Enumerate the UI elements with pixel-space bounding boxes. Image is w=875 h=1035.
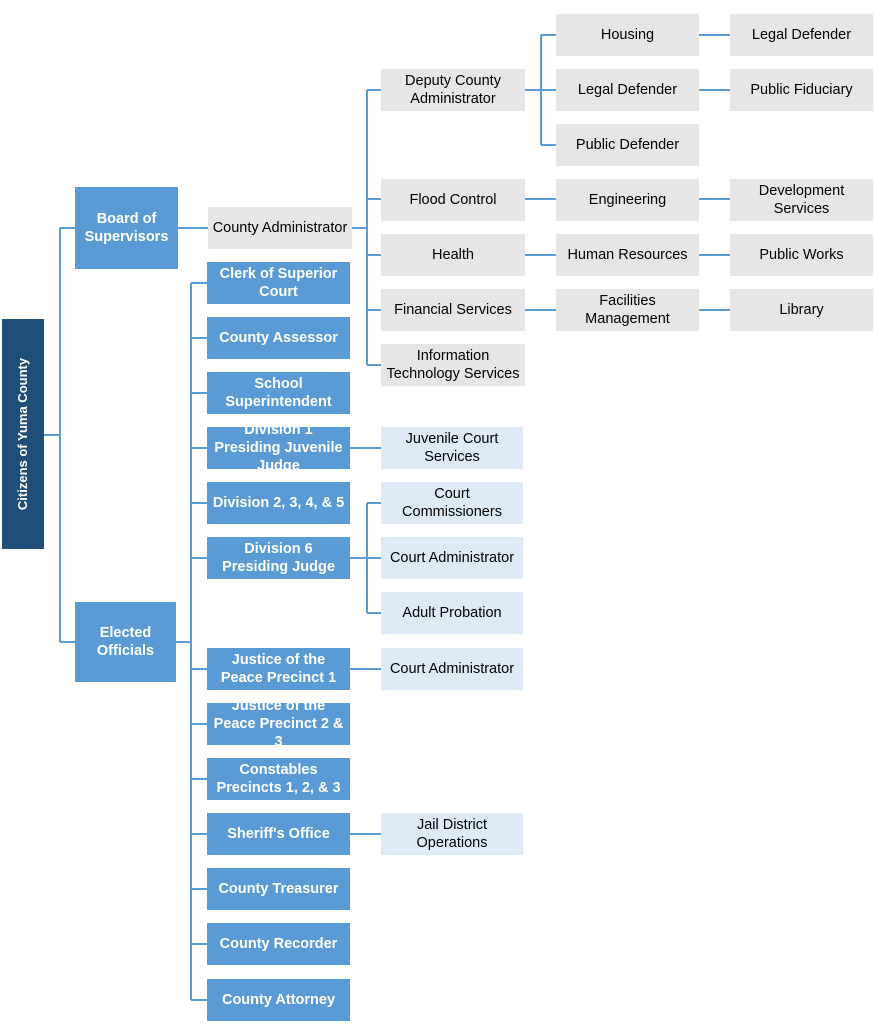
juvenile-court-services: Juvenile Court Services: [381, 427, 523, 469]
jail-district-operations: Jail District Operations: [381, 813, 523, 855]
legal-defender-top: Legal Defender: [730, 14, 873, 56]
connector-root: [44, 227, 75, 643]
division-6-judge: Division 6 Presiding Judge: [207, 537, 350, 579]
sheriffs-office: Sheriff's Office: [207, 813, 350, 855]
constables-precincts: Constables Precincts 1, 2, & 3: [207, 758, 350, 800]
board-of-supervisors: Board of Supervisors: [75, 187, 178, 269]
connector-col3: [525, 34, 730, 311]
health: Health: [381, 234, 525, 276]
public-fiduciary: Public Fiduciary: [730, 69, 873, 111]
connector-admin-depts: [352, 89, 381, 366]
housing: Housing: [556, 14, 699, 56]
deputy-county-administrator: Deputy County Administrator: [381, 69, 525, 111]
public-works: Public Works: [730, 234, 873, 276]
root-citizens: Citizens of Yuma County: [2, 319, 44, 549]
human-resources: Human Resources: [556, 234, 699, 276]
county-assessor: County Assessor: [207, 317, 350, 359]
court-administrator-jp: Court Administrator: [381, 648, 523, 690]
county-attorney: County Attorney: [207, 979, 350, 1021]
court-commissioners: Court Commissioners: [381, 482, 523, 524]
connector-courts: [350, 447, 381, 835]
flood-control: Flood Control: [381, 179, 525, 221]
court-administrator: Court Administrator: [381, 537, 523, 579]
county-recorder: County Recorder: [207, 923, 350, 965]
connector-deputy: [525, 34, 556, 146]
library: Library: [730, 289, 873, 331]
adult-probation: Adult Probation: [381, 592, 523, 634]
clerk-of-superior-court: Clerk of Superior Court: [207, 262, 350, 304]
county-treasurer: County Treasurer: [207, 868, 350, 910]
justice-of-peace-precinct-1: Justice of the Peace Precinct 1: [207, 648, 350, 690]
division-2-3-4-5: Division 2, 3, 4, & 5: [207, 482, 350, 524]
financial-services: Financial Services: [381, 289, 525, 331]
engineering: Engineering: [556, 179, 699, 221]
development-services: Development Services: [730, 179, 873, 221]
connector-elected: [176, 282, 207, 1001]
facilities-management: Facilities Management: [556, 289, 699, 331]
legal-defender: Legal Defender: [556, 69, 699, 111]
elected-officials: Elected Officials: [75, 602, 176, 682]
public-defender: Public Defender: [556, 124, 699, 166]
justice-of-peace-precinct-2-3: Justice of the Peace Precinct 2 & 3: [207, 698, 350, 750]
information-technology-services: Information Technology Services: [381, 344, 525, 386]
school-superintendent: School Superintendent: [207, 372, 350, 414]
county-administrator: County Administrator: [208, 207, 352, 249]
division-1-judge: Division 1 Presiding Juvenile Judge: [207, 422, 350, 474]
